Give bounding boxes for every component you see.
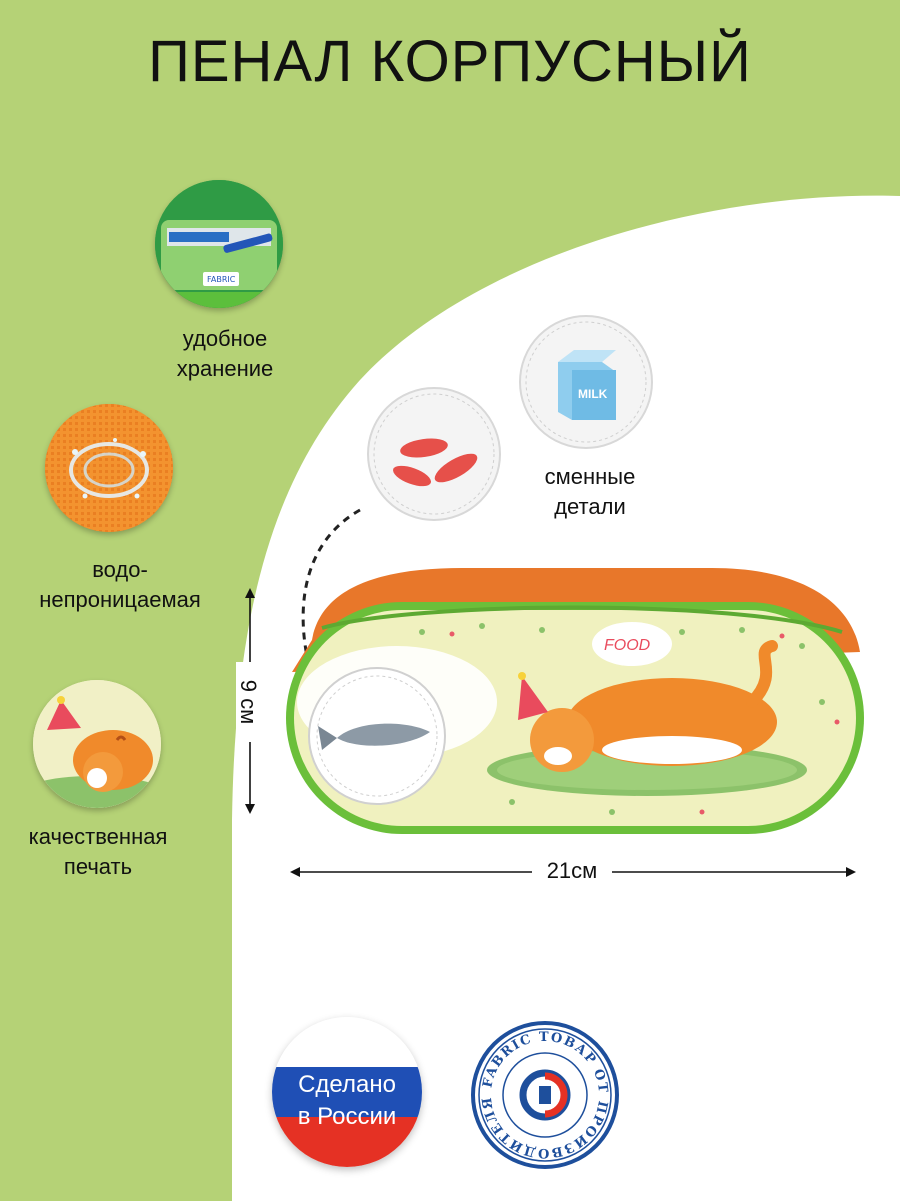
patches-caption: сменные детали — [544, 464, 636, 519]
pencil-case-interior-icon: FABRIC — [155, 180, 283, 308]
page-title: ПЕНАЛ КОРПУСНЫЙ — [148, 29, 752, 94]
pencil-case-image: FOOD — [286, 568, 864, 834]
height-dimension-label: 9 см — [236, 662, 261, 742]
storage-feature-image: FABRIC — [155, 180, 283, 308]
print-feature-image — [33, 680, 161, 808]
waterproof-feature-image — [45, 404, 173, 532]
milk-patch: MILK — [519, 315, 653, 449]
food-label: FOOD — [604, 637, 651, 654]
cat-print-icon — [33, 680, 161, 808]
made-in-russia-badge: Сделано в России — [272, 1017, 422, 1167]
print-caption: качественная печать — [28, 824, 168, 879]
fabric-manufacturer-seal: FABRIC ТОВАР ОТ ПРОИЗВОДИТЕЛЯ — [471, 1021, 619, 1169]
water-splash-icon — [45, 404, 173, 532]
milk-label: MILK — [578, 387, 608, 401]
flag-blue-stripe — [272, 1067, 422, 1117]
sausage-patch — [367, 387, 501, 521]
waterproof-caption: водо- непроницаемая — [39, 557, 201, 612]
fabric-logo-icon — [519, 1069, 571, 1121]
storage-caption: удобное хранение — [176, 326, 274, 381]
sausage-icon — [393, 438, 478, 487]
width-dimension-label: 21см — [532, 858, 612, 884]
svg-text:FABRIC: FABRIC — [207, 275, 236, 284]
sleeping-cat-illustration — [518, 640, 778, 772]
patch-connector-line — [301, 508, 361, 679]
made-in-russia-text: Сделано в России — [297, 1071, 397, 1130]
milk-carton-icon — [558, 350, 616, 420]
fish-icon — [318, 723, 430, 750]
